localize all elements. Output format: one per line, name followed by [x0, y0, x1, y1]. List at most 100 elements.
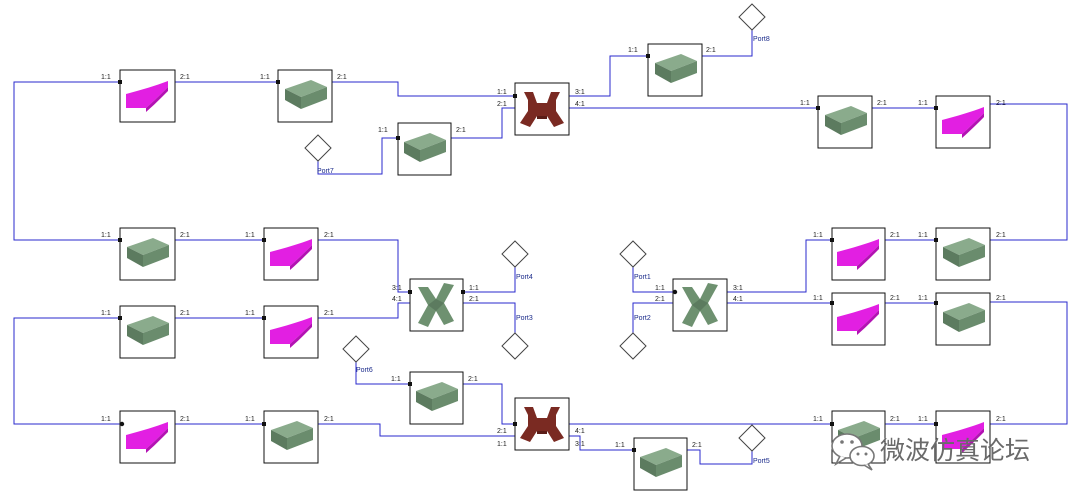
port8-symbol[interactable]: [738, 3, 766, 31]
port7-label: Port7: [317, 168, 334, 175]
pin-label: 2:1: [996, 416, 1006, 423]
port8-label: Port8: [753, 36, 770, 43]
pin-label: 4:1: [575, 101, 585, 108]
pin-label: 1:1: [615, 442, 625, 449]
pin-label: 2:1: [324, 310, 334, 317]
wire: [332, 81, 515, 97]
pin-label: 2:1: [877, 100, 887, 107]
wechat-icon: [831, 433, 875, 471]
pin-label: 3:1: [575, 89, 585, 96]
pin-label: 2:1: [692, 442, 702, 449]
wire: [569, 55, 648, 97]
pin-label: 2:1: [497, 428, 507, 435]
wire: [569, 435, 634, 451]
pin-label: 1:1: [101, 74, 111, 81]
pin-label: 2:1: [469, 296, 479, 303]
wire: [990, 301, 1068, 425]
port6-symbol[interactable]: [342, 335, 370, 363]
pin-label: 1:1: [497, 89, 507, 96]
pin-label: 1:1: [918, 295, 928, 302]
port2-symbol[interactable]: [619, 332, 647, 360]
pin-label: 1:1: [918, 100, 928, 107]
wire: [318, 302, 410, 319]
wire: [13, 317, 120, 425]
wire: [13, 81, 120, 241]
pin-label: 2:1: [456, 127, 466, 134]
pin-label: 2:1: [996, 232, 1006, 239]
pin-label: 2:1: [180, 232, 190, 239]
pin-label: 2:1: [324, 232, 334, 239]
wire: [463, 266, 516, 293]
wire: [451, 107, 515, 139]
port4-label: Port4: [516, 274, 533, 281]
port-labels: Port8 Port7 Port4 Port3 Port1 Port2 Port…: [317, 36, 770, 465]
port6-label: Port6: [356, 367, 373, 374]
watermark: 微波仿真论坛: [831, 433, 1030, 471]
pin-label: 1:1: [260, 74, 270, 81]
port4-symbol[interactable]: [501, 240, 529, 268]
pin-label: 1:1: [918, 416, 928, 423]
wire: [632, 266, 673, 293]
pin-label: 2:1: [497, 101, 507, 108]
pin-label: 1:1: [101, 416, 111, 423]
pin-label: 1:1: [918, 232, 928, 239]
pin-label: 1:1: [378, 127, 388, 134]
wire: [318, 239, 410, 293]
port5-label: Port5: [753, 458, 770, 465]
pin-label: 1:1: [813, 232, 823, 239]
pin-label: 1:1: [813, 416, 823, 423]
pin-label: 1:1: [391, 376, 401, 383]
pin-label: 1:1: [800, 100, 810, 107]
pin-label: 3:1: [392, 285, 402, 292]
pin-label: 1:1: [469, 285, 479, 292]
pin-label: 1:1: [497, 441, 507, 448]
wire: [702, 30, 753, 57]
pin-label: 1:1: [245, 416, 255, 423]
pin-label: 2:1: [890, 295, 900, 302]
wires: [13, 30, 1068, 465]
wire: [632, 302, 673, 334]
pin-label: 2:1: [180, 416, 190, 423]
pin-label: 2:1: [890, 416, 900, 423]
pin-label: 4:1: [392, 296, 402, 303]
port5-symbol[interactable]: [738, 424, 766, 452]
wire: [990, 103, 1068, 241]
pin-label: 1:1: [101, 232, 111, 239]
pin-label: 2:1: [324, 416, 334, 423]
wire: [687, 449, 753, 465]
pin-label: 2:1: [337, 74, 347, 81]
port1-symbol[interactable]: [619, 240, 647, 268]
watermark-text: 微波仿真论坛: [880, 436, 1030, 465]
pin-label: 1:1: [813, 295, 823, 302]
wire: [463, 383, 515, 425]
pin-label: 2:1: [180, 74, 190, 81]
pin-label: 1:1: [245, 310, 255, 317]
pin-label: 1:1: [628, 47, 638, 54]
port3-label: Port3: [516, 315, 533, 322]
component-box-crossover[interactable]: [672, 278, 728, 332]
pin-label: 2:1: [706, 47, 716, 54]
pin-label: 2:1: [468, 376, 478, 383]
pin-labels: 1:1 2:1 1:1 2:1 1:1 2:1 3:1 4:1 1:1 2:1 …: [101, 47, 1006, 449]
port3-symbol[interactable]: [501, 332, 529, 360]
pin-label: 4:1: [575, 428, 585, 435]
wire: [727, 239, 832, 293]
wire: [317, 137, 398, 175]
pin-label: 1:1: [655, 285, 665, 292]
wire: [318, 423, 515, 437]
port1-label: Port1: [634, 274, 651, 281]
pin-label: 2:1: [996, 100, 1006, 107]
port2-label: Port2: [634, 315, 651, 322]
pin-label: 2:1: [890, 232, 900, 239]
wire: [355, 362, 410, 385]
pin-label: 3:1: [733, 285, 743, 292]
pin-markers: [118, 54, 938, 452]
pin-label: 4:1: [733, 296, 743, 303]
wire: [463, 302, 516, 334]
port7-symbol[interactable]: [304, 134, 332, 162]
pin-label: 1:1: [101, 310, 111, 317]
pin-label: 2:1: [180, 310, 190, 317]
pin-label: 1:1: [245, 232, 255, 239]
